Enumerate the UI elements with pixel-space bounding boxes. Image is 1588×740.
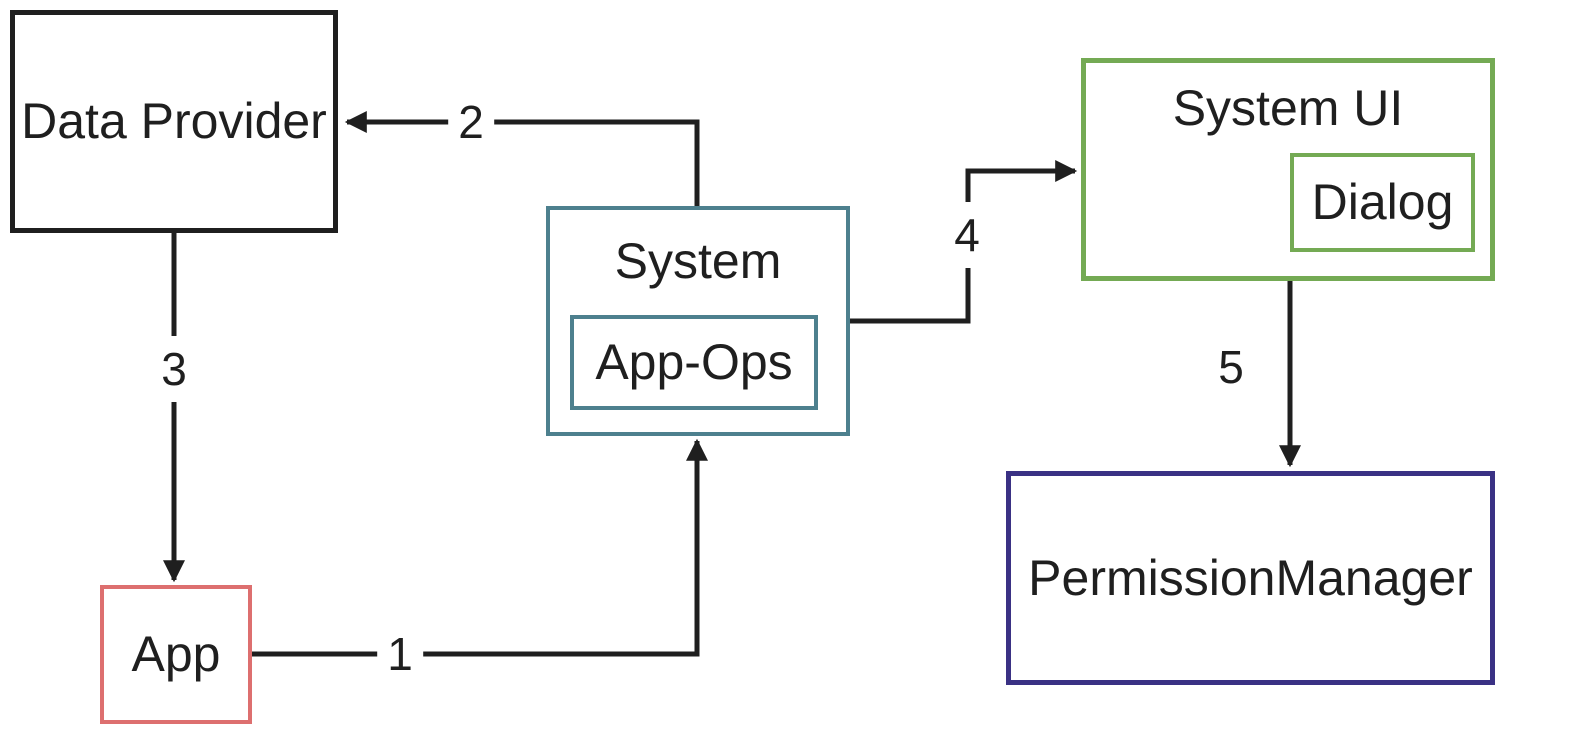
edge-label-2: 2 bbox=[448, 97, 494, 147]
node-dialog-label: Dialog bbox=[1311, 174, 1454, 230]
node-permission-manager: PermissionManager bbox=[1006, 471, 1495, 685]
edge-label-1: 1 bbox=[377, 629, 423, 679]
node-permission-manager-label: PermissionManager bbox=[1028, 549, 1473, 606]
edge-label-3: 3 bbox=[159, 336, 189, 402]
edge-label-4: 4 bbox=[952, 202, 982, 268]
node-app-ops: App-Ops bbox=[570, 315, 818, 410]
node-system-ui: System UI Dialog bbox=[1081, 58, 1495, 281]
node-app-label: App bbox=[131, 626, 221, 682]
node-data-provider: Data Provider bbox=[10, 10, 338, 233]
edge-label-5: 5 bbox=[1214, 342, 1248, 392]
node-dialog: Dialog bbox=[1290, 153, 1475, 252]
arrow-2-system-to-data-provider bbox=[344, 110, 700, 208]
node-app-ops-label: App-Ops bbox=[595, 334, 793, 390]
node-app: App bbox=[100, 585, 252, 724]
node-system: System App-Ops bbox=[546, 206, 850, 436]
node-data-provider-label: Data Provider bbox=[21, 93, 327, 149]
node-system-ui-label: System UI bbox=[1172, 80, 1404, 136]
node-system-label: System bbox=[614, 233, 782, 289]
arrow-1-app-to-system bbox=[251, 438, 709, 657]
